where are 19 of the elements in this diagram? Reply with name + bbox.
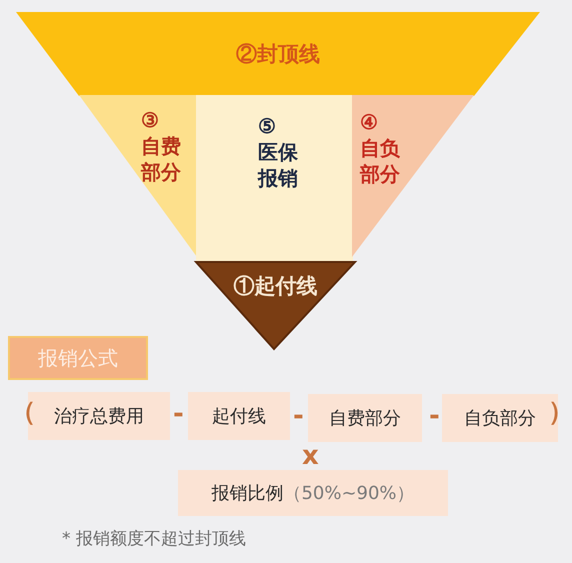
formula-term: 起付线 xyxy=(188,392,290,440)
circled-number: ③ xyxy=(141,107,160,133)
section-label: ①起付线 xyxy=(234,273,318,298)
right-parenthesis: ） xyxy=(548,396,572,429)
section-label: 自费部分 xyxy=(141,133,181,185)
footnote: * 报销额度不超过封顶线 xyxy=(62,528,246,550)
minus-sign: - xyxy=(293,401,304,431)
minus-sign: - xyxy=(429,401,440,431)
formula-heading: 报销公式 xyxy=(8,336,148,380)
section-label: ②封顶线 xyxy=(236,41,320,66)
circled-number: ④ xyxy=(360,109,379,135)
minus-sign: - xyxy=(173,399,184,429)
section-label: 自负部分 xyxy=(360,135,400,187)
formula-term: 报销比例（50%~90%） xyxy=(178,470,448,516)
formula-term: 自费部分 xyxy=(308,394,422,442)
left-parenthesis: （ xyxy=(10,396,36,429)
multiply-sign: x xyxy=(302,441,319,471)
circled-number: ⑤ xyxy=(258,113,277,139)
section-label: 医保报销 xyxy=(258,139,298,191)
